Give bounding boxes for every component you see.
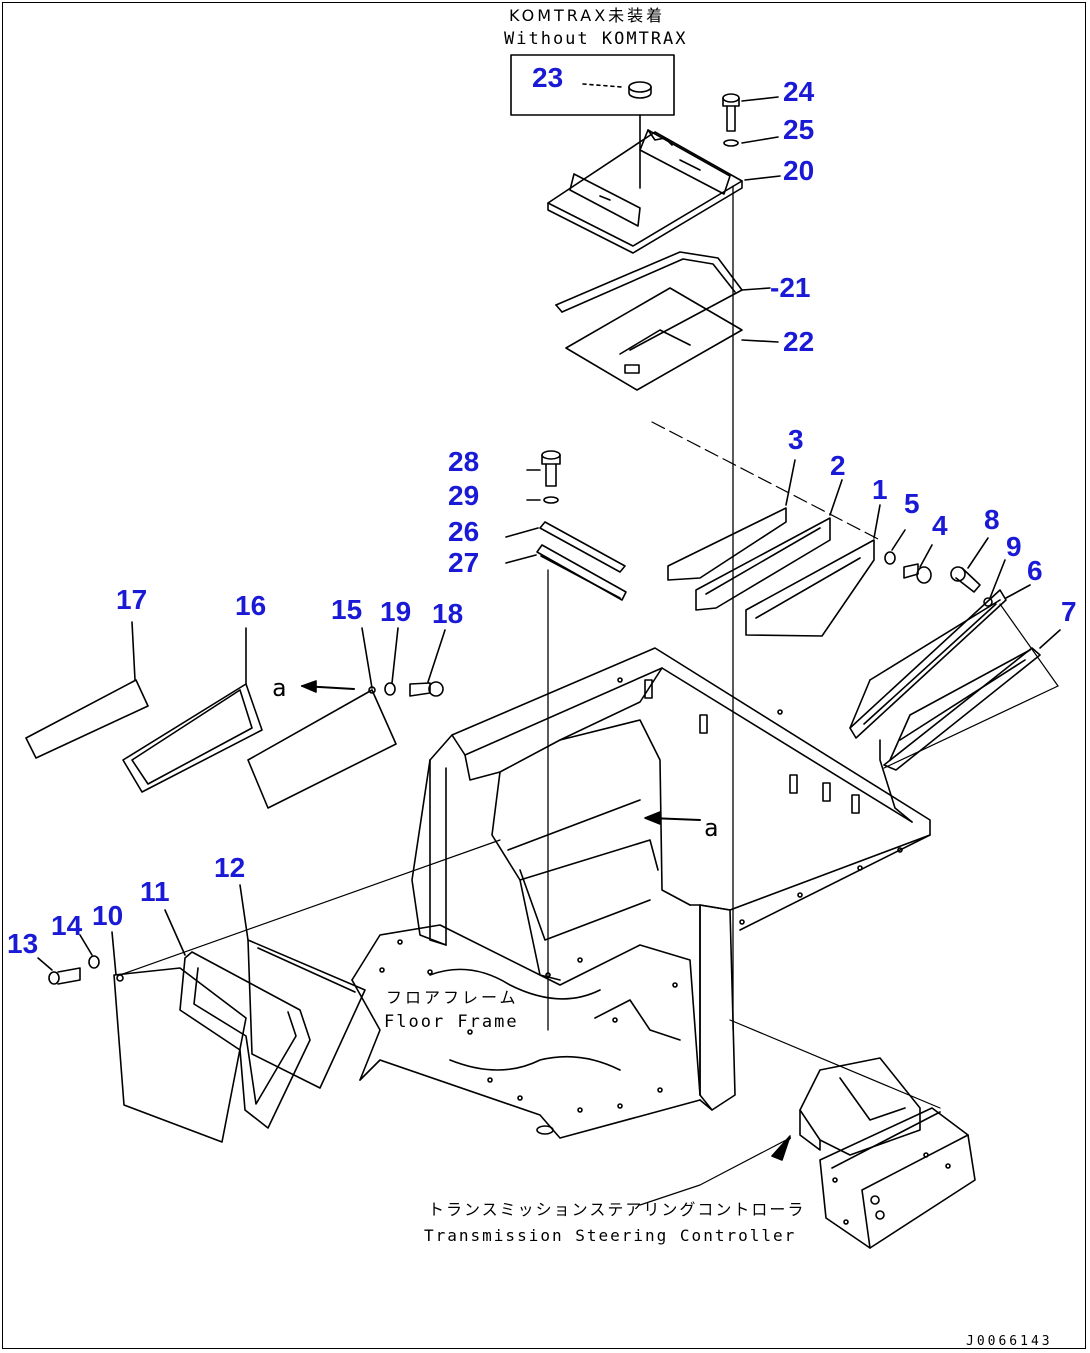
bolt-24-shape [722, 93, 740, 132]
controller-shape [799, 1057, 976, 1249]
callout-23: 23 [532, 62, 564, 93]
callout-21: -21 [770, 272, 811, 303]
callout-16: 16 [235, 590, 267, 621]
komtrax-box [510, 54, 675, 116]
bolt-13-shape [48, 967, 81, 985]
callout-8: 8 [984, 504, 1000, 535]
cover-1-shape [745, 539, 875, 637]
washer-19-shape [384, 682, 396, 696]
callout-2: 2 [830, 450, 846, 481]
callout-4: 4 [932, 510, 948, 541]
bolt-18-shape [409, 681, 444, 697]
gasket-6-shape [849, 589, 1007, 739]
plate-22-shape [565, 287, 743, 391]
bolt-28-shape [541, 450, 561, 487]
washer-14-shape [88, 955, 100, 969]
reference-a-left: a [272, 674, 287, 702]
document-id: J0066143 [966, 1334, 1053, 1349]
callout-26: 26 [448, 516, 480, 547]
washer-9-shape [983, 597, 993, 607]
cap-23-shape [628, 81, 652, 93]
cover-20-shape [547, 129, 743, 254]
callout-28: 28 [448, 446, 480, 477]
callout-12: 12 [214, 852, 246, 883]
bolt-8-shape [950, 566, 981, 593]
callout-13: 13 [7, 928, 39, 959]
callout-1: 1 [872, 474, 888, 505]
controller-note-japanese: トランスミッションステアリングコントローラ [428, 1200, 806, 1219]
cover-17-shape [25, 679, 149, 759]
callout-6: 6 [1027, 555, 1043, 586]
gasket-16-shape [122, 683, 263, 793]
gasket-2-shape [695, 517, 831, 611]
callout-11: 11 [140, 876, 170, 907]
cover-15-shape [247, 686, 397, 809]
cover-10-shape [113, 967, 247, 1143]
floor-frame-shape [351, 647, 931, 1139]
bolt-4-shape [903, 563, 932, 584]
komtrax-note-english: Without KOMTRAX [504, 29, 688, 49]
callout-18: 18 [432, 598, 464, 629]
floor-frame-note-english: Floor Frame [384, 1012, 519, 1032]
callout-25: 25 [783, 114, 815, 145]
callout-7: 7 [1061, 596, 1077, 627]
callout-5: 5 [904, 488, 920, 519]
plate-26-shape [539, 521, 626, 573]
callout-15: 15 [331, 594, 363, 625]
controller-note-english: Transmission Steering Controller [424, 1226, 797, 1245]
washer-25-shape [723, 139, 739, 147]
callout-10: 10 [92, 900, 124, 931]
callout-17: 17 [116, 584, 148, 615]
callout-27: 27 [448, 547, 480, 578]
komtrax-note-japanese: KOMTRAX未装着 [509, 6, 666, 25]
gasket-21-shape [555, 251, 743, 351]
cover-7-shape [883, 647, 1041, 771]
gasket-11-shape [179, 951, 311, 1129]
callout-24: 24 [783, 76, 815, 107]
callout-9: 9 [1006, 531, 1022, 562]
cover-12-shape [247, 939, 366, 1089]
callout-14: 14 [51, 910, 83, 941]
callout-22: 22 [783, 326, 815, 357]
cover-3-shape [667, 507, 787, 581]
washer-29-shape [543, 496, 559, 504]
callout-3: 3 [788, 424, 804, 455]
reference-a-frame: a [704, 814, 719, 842]
washer-5-shape [884, 551, 896, 565]
floor-frame-note-japanese: フロアフレーム [386, 988, 519, 1007]
callout-19: 19 [380, 596, 412, 627]
callout-20: 20 [783, 155, 815, 186]
plate-27-shape [536, 544, 627, 601]
callout-29: 29 [448, 480, 480, 511]
